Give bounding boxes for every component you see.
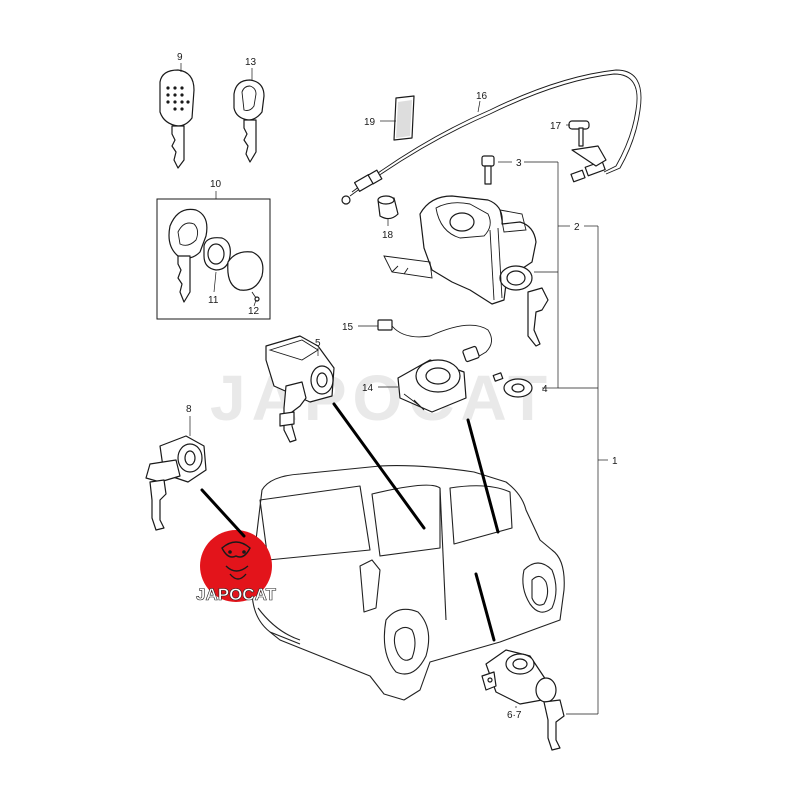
callout-11: 11	[208, 295, 219, 306]
screw-part-17[interactable]	[568, 120, 607, 167]
label-part-19[interactable]	[393, 95, 415, 141]
vehicle-outline	[251, 465, 565, 701]
callout-13: 13	[245, 57, 257, 68]
callout-18: 18	[382, 230, 394, 241]
cover-part-12[interactable]	[227, 251, 264, 302]
callout-9: 9	[177, 52, 183, 63]
callout-5: 5	[315, 338, 321, 349]
callout-10: 10	[210, 179, 222, 190]
callout-16: 16	[476, 91, 488, 102]
callout-8: 8	[186, 404, 192, 415]
japocat-logo: JAPOCAT	[196, 530, 277, 604]
part-group-box-10	[156, 198, 271, 320]
pointer-14	[466, 418, 500, 534]
ring-part-4[interactable]	[492, 372, 533, 398]
callout-6-7: 6·7	[507, 710, 522, 721]
logo-badge	[200, 530, 272, 602]
key-part-9[interactable]	[159, 69, 195, 169]
door-lock-part-8[interactable]	[145, 435, 207, 531]
callout-4: 4	[542, 384, 548, 395]
pointer-5	[332, 402, 426, 530]
logo-text: JAPOCAT	[196, 585, 277, 604]
callout-19: 19	[364, 117, 376, 128]
bushing-part-18[interactable]	[377, 195, 399, 220]
callout-1: 1	[612, 456, 618, 467]
watermark-text: JAPOCAT	[210, 362, 553, 434]
cable-part-16[interactable]	[341, 69, 642, 205]
key-part-13[interactable]	[233, 79, 265, 163]
key-part-10[interactable]	[168, 208, 208, 303]
pointer-lines	[200, 402, 500, 642]
callout-17: 17	[550, 121, 562, 132]
cylinder-part-11[interactable]	[203, 237, 231, 271]
coil-part-14[interactable]	[397, 359, 467, 413]
door-lock-part-5[interactable]	[265, 335, 335, 443]
wire-harness-part-15[interactable]	[377, 319, 492, 363]
steering-lock-assembly[interactable]	[383, 155, 549, 347]
callout-15: 15	[342, 322, 354, 333]
callout-12: 12	[248, 306, 260, 317]
callout-2: 2	[574, 222, 580, 233]
callout-14: 14	[362, 383, 374, 394]
pointer-6-7	[474, 572, 496, 642]
rear-lock-part-6-7[interactable]	[481, 649, 565, 751]
pointer-8	[200, 488, 246, 538]
callout-3: 3	[516, 158, 522, 169]
